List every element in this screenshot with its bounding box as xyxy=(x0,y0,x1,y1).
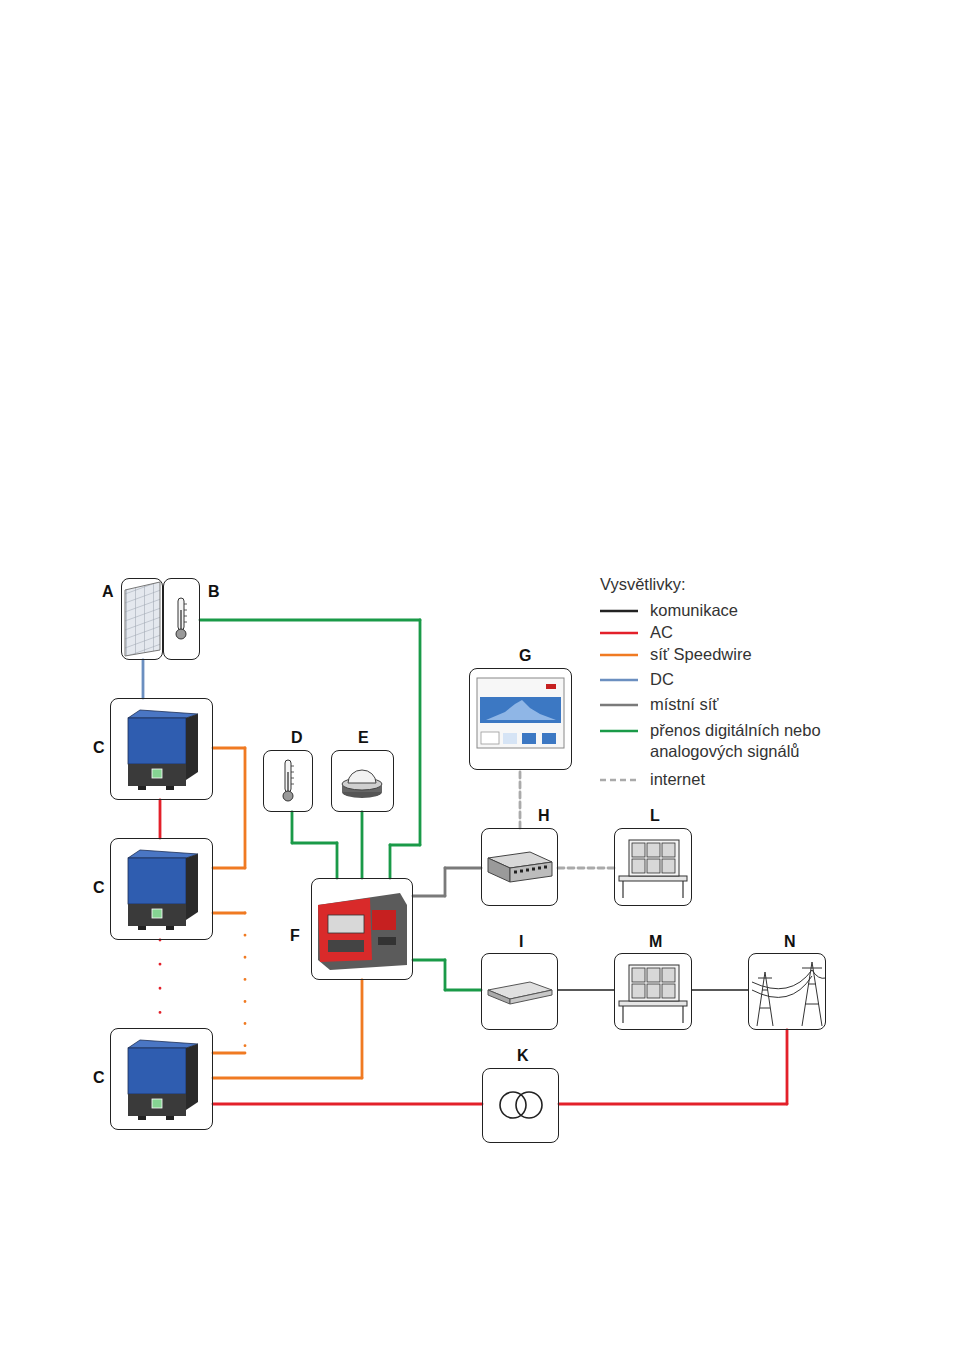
device-box: C xyxy=(110,698,213,800)
device-box: H xyxy=(481,828,558,906)
connector xyxy=(520,770,521,828)
legend-line-sample xyxy=(600,632,638,635)
connector xyxy=(692,990,748,991)
device-box: K xyxy=(482,1068,559,1143)
connector xyxy=(413,868,481,896)
device-box: A xyxy=(121,578,163,660)
part-letter: C xyxy=(93,879,105,897)
legend-text: komunikace xyxy=(650,600,840,621)
part-letter: C xyxy=(93,739,105,757)
connector xyxy=(292,812,337,878)
legend-text: přenos digitálních nebo analogových sign… xyxy=(650,720,840,762)
connector xyxy=(213,1104,482,1105)
connector xyxy=(558,990,614,991)
legend-line-sample xyxy=(600,610,638,613)
legend-heading: Vysvětlivky: xyxy=(600,574,686,595)
legend-line-sample xyxy=(600,730,638,733)
device-box: B xyxy=(163,578,200,660)
part-letter: C xyxy=(93,1069,105,1087)
part-letter: G xyxy=(519,647,531,665)
legend-line-sample xyxy=(600,779,638,782)
connector xyxy=(362,812,363,878)
device-box: L xyxy=(614,828,692,906)
part-letter: I xyxy=(519,933,523,951)
part-letter: B xyxy=(208,583,220,601)
connector xyxy=(160,940,161,1028)
device-box: G xyxy=(469,668,572,770)
device-box: N xyxy=(748,953,826,1030)
part-letter: H xyxy=(538,807,550,825)
connector xyxy=(160,800,161,838)
device-box: M xyxy=(614,953,692,1030)
legend-line-sample xyxy=(600,704,638,707)
connector xyxy=(558,868,614,869)
device-box: E xyxy=(331,750,394,812)
device-box: C xyxy=(110,838,213,940)
device-box: I xyxy=(481,953,558,1030)
connector xyxy=(413,960,481,990)
connector xyxy=(200,620,420,878)
legend-text: internet xyxy=(650,769,840,790)
device-box: D xyxy=(263,750,313,812)
legend-line-sample xyxy=(600,679,638,682)
part-letter: K xyxy=(517,1047,529,1065)
legend-line-sample xyxy=(600,654,638,657)
connector xyxy=(559,1030,787,1104)
part-letter: F xyxy=(290,927,300,945)
legend-text: DC xyxy=(650,669,840,690)
connector xyxy=(213,748,245,868)
connector xyxy=(143,660,144,698)
device-box: F xyxy=(311,878,413,980)
part-letter: N xyxy=(784,933,796,951)
connector xyxy=(213,913,245,1053)
part-letter: L xyxy=(650,807,660,825)
legend-text: AC xyxy=(650,622,840,643)
device-box: C xyxy=(110,1028,213,1130)
connector xyxy=(213,980,362,1078)
part-letter: A xyxy=(102,583,114,601)
legend-text: místní síť xyxy=(650,694,840,715)
legend-text: síť Speedwire xyxy=(650,644,840,665)
part-letter: E xyxy=(358,729,369,747)
part-letter: D xyxy=(291,729,303,747)
part-letter: M xyxy=(649,933,662,951)
